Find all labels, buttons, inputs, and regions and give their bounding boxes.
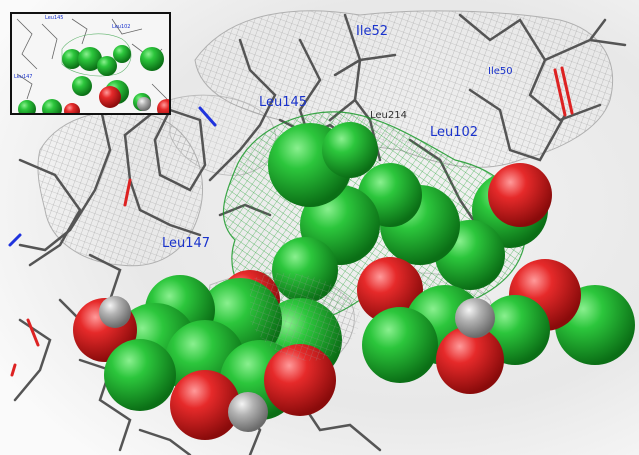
inset-label-leu145: Leu145: [45, 15, 64, 21]
residue-label-ile52[interactable]: Ile52: [356, 24, 388, 39]
ligand-spheres: [73, 122, 635, 440]
residue-label-leu147[interactable]: Leu147: [162, 236, 211, 251]
residue-label-leu102[interactable]: Leu102: [430, 125, 479, 140]
residue-label-leu145[interactable]: Leu145: [259, 95, 308, 110]
inset-scene: [12, 14, 169, 113]
residue-label-ile50[interactable]: Ile50: [488, 66, 513, 77]
overview-inset[interactable]: Leu145 Leu102 Leu147: [10, 12, 171, 115]
inset-label-leu102: Leu102: [112, 24, 131, 30]
inset-label-leu147: Leu147: [14, 74, 33, 80]
heteroatom-bonds: [8, 66, 574, 377]
residue-label-leu214[interactable]: Leu214: [370, 110, 407, 121]
front-surface-mesh: [250, 272, 361, 361]
